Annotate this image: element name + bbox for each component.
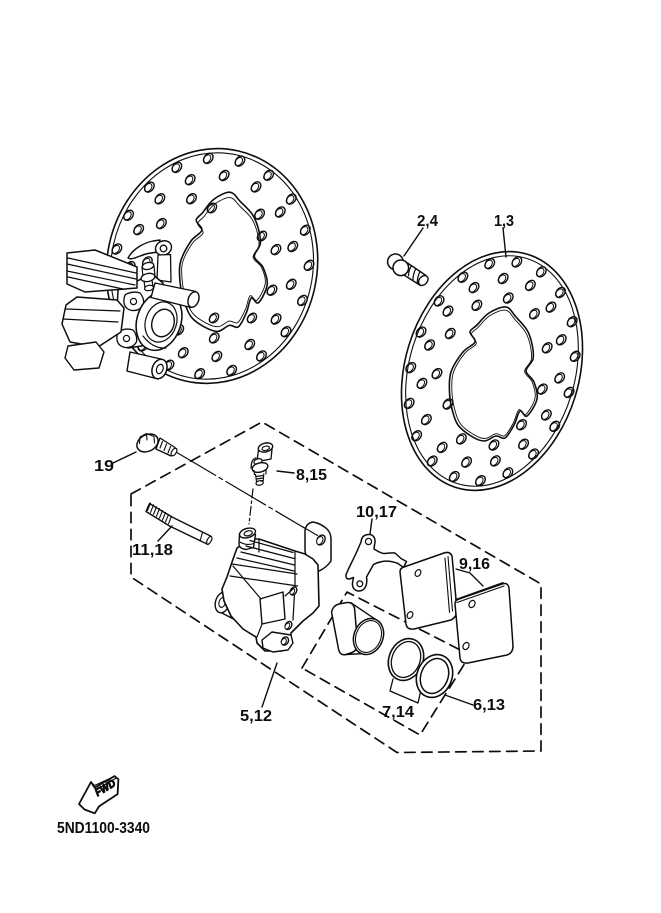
svg-text:19: 19 [94, 458, 114, 475]
svg-text:1,3: 1,3 [494, 213, 514, 230]
svg-text:5ND1100-3340: 5ND1100-3340 [57, 820, 150, 837]
svg-text:9,16: 9,16 [459, 556, 490, 573]
svg-text:2,4: 2,4 [417, 213, 438, 230]
svg-text:11,18: 11,18 [132, 542, 173, 559]
svg-text:5,12: 5,12 [240, 708, 272, 725]
svg-text:10,17: 10,17 [356, 504, 397, 521]
svg-text:8,15: 8,15 [296, 467, 327, 484]
svg-text:6,13: 6,13 [473, 697, 505, 714]
svg-text:7,14: 7,14 [382, 704, 414, 721]
